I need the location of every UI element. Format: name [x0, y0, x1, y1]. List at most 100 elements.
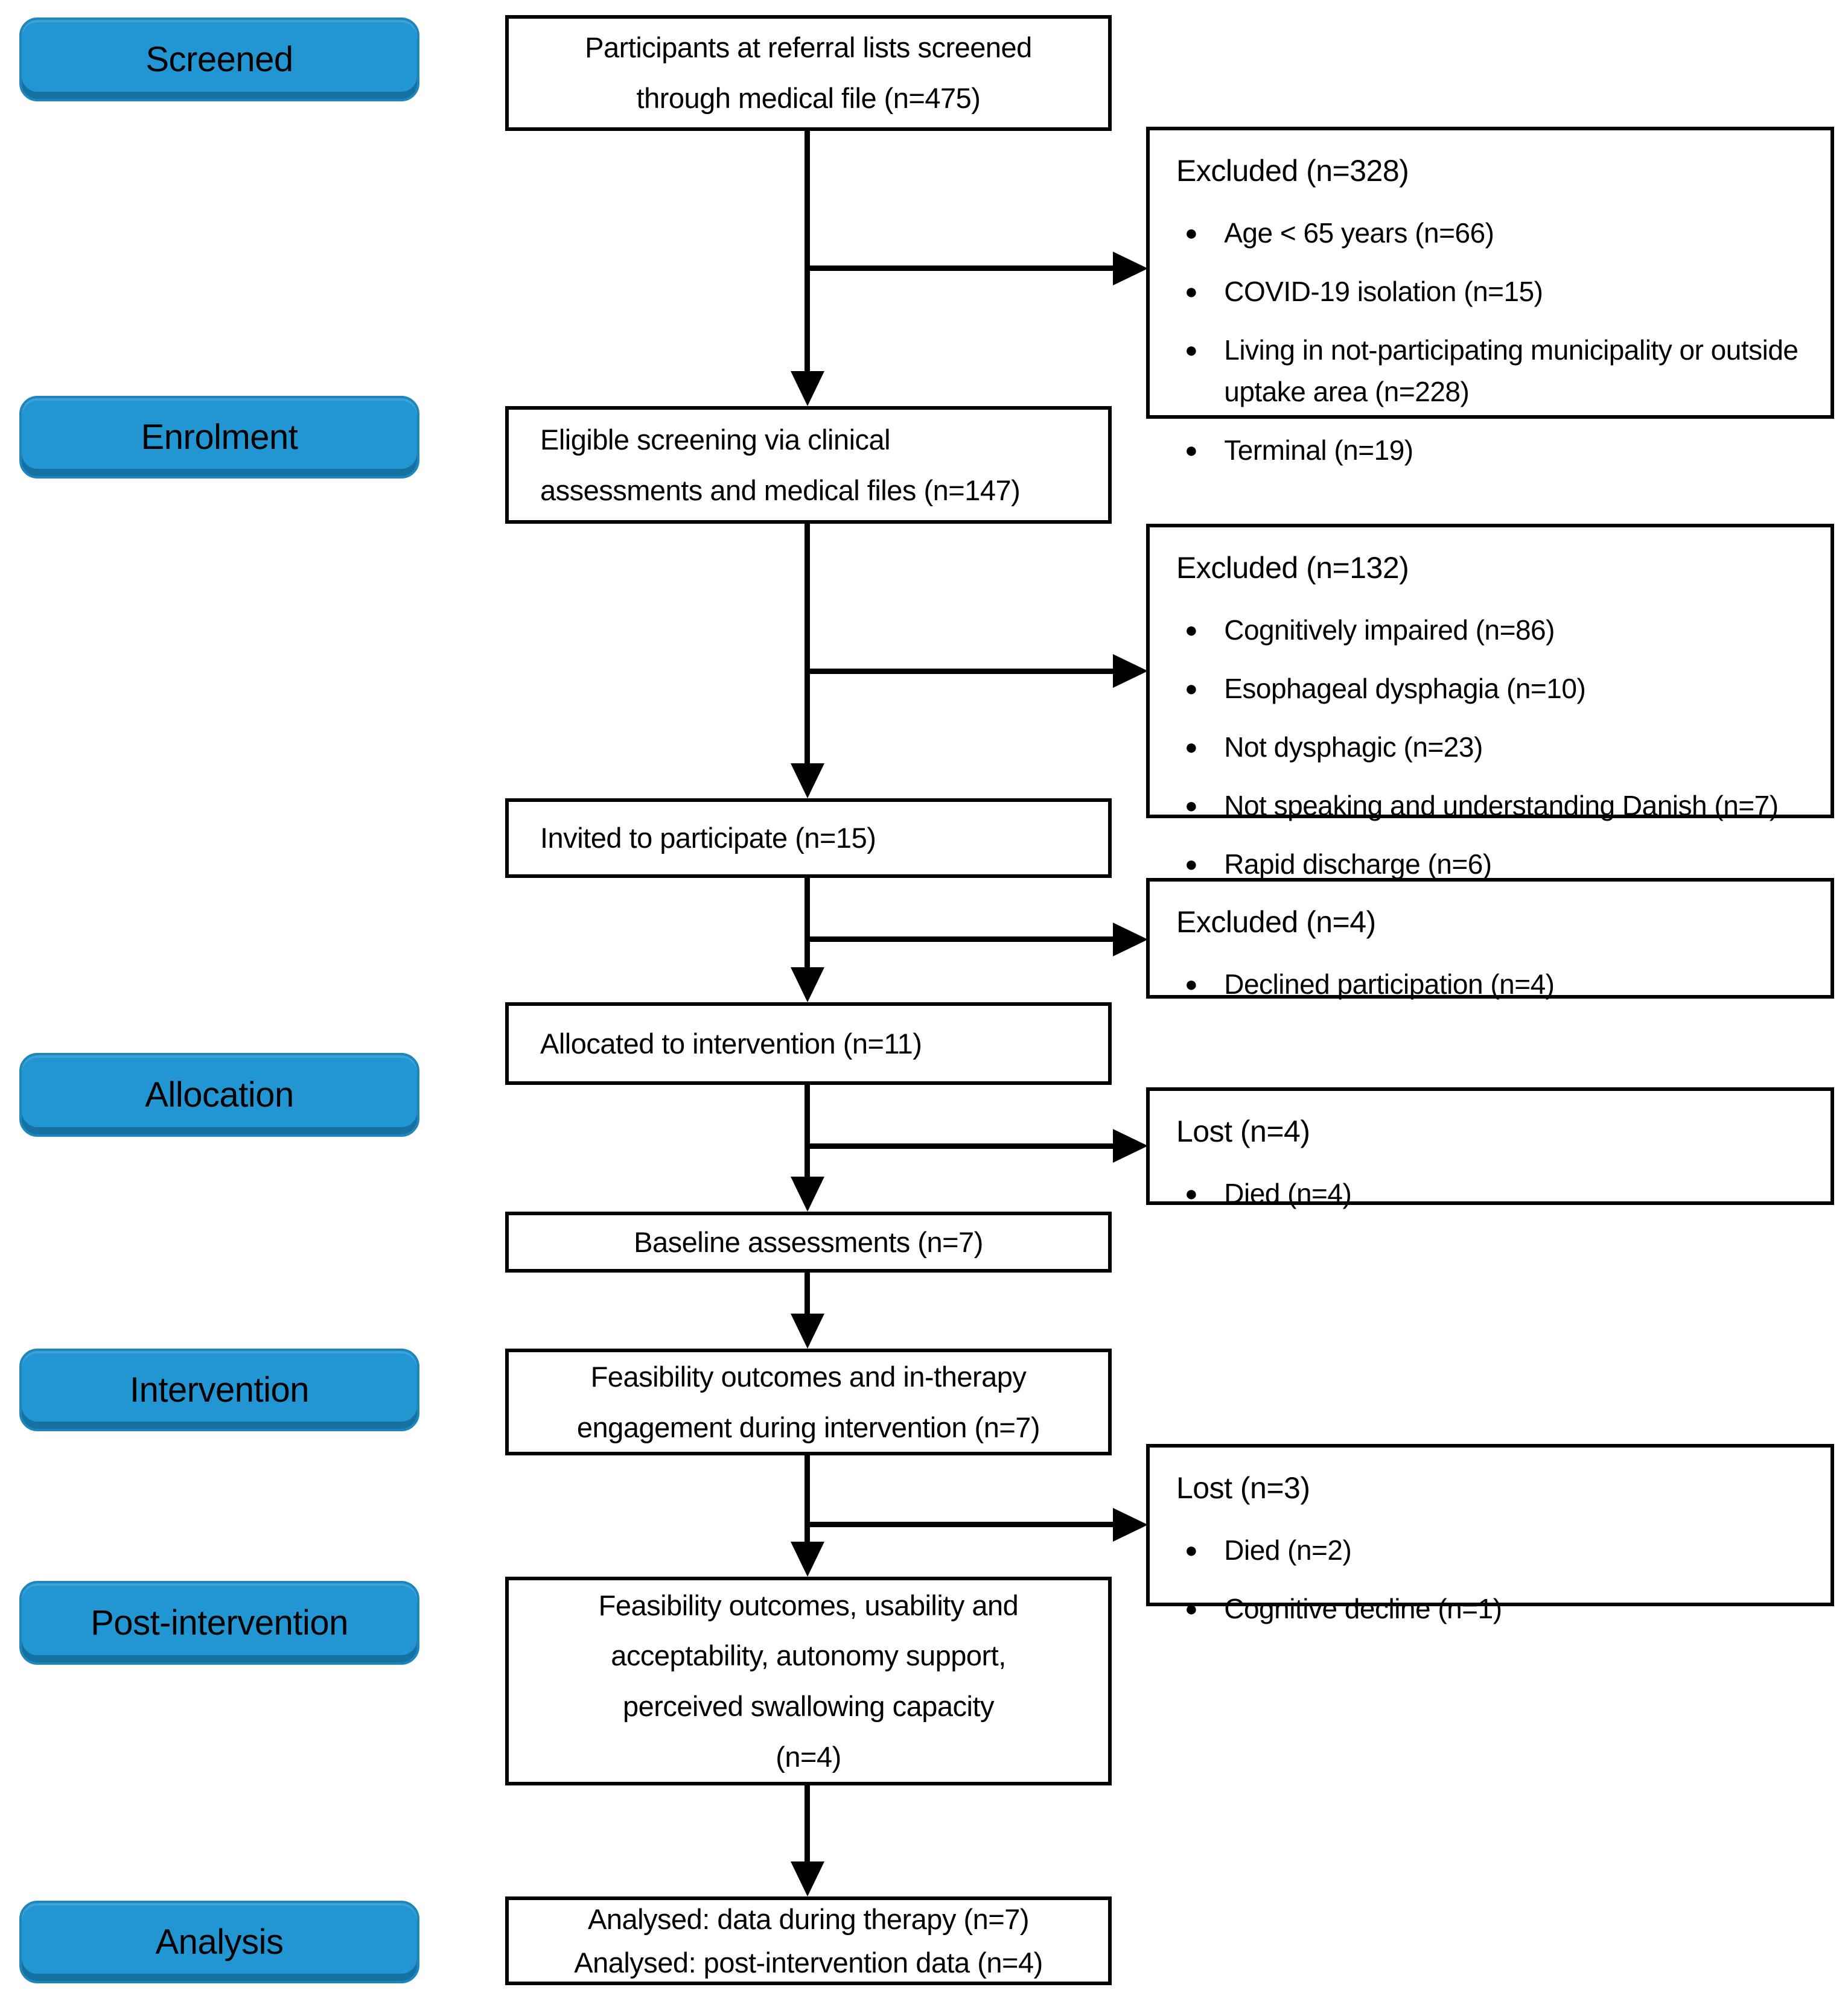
side-box-lost-3: Lost (n=3) ●Died (n=2) ●Cognitive declin…: [1146, 1444, 1834, 1624]
arrowhead-right-icon: [1113, 923, 1148, 956]
side-box-lost-4: Lost (n=4) ● Died (n=4): [1146, 1087, 1834, 1209]
list-item: ●Living in not-participating municipalit…: [1176, 329, 1809, 413]
flow-box-allocated: Allocated to intervention (n=11): [505, 1002, 1112, 1085]
arrow-line-baseline-to-intervention: [805, 1273, 810, 1314]
side-box-excluded-4: Excluded (n=4) ● Declined participation (…: [1146, 878, 1834, 1000]
side-box-title: Excluded (n=4): [1176, 905, 1376, 939]
stage-label-text: Intervention: [129, 1370, 310, 1410]
side-box-list: ●Died (n=2) ●Cognitive decline (n=1): [1176, 1530, 1809, 1630]
side-box-title: Excluded (n=132): [1176, 551, 1409, 585]
flow-box-line: Analysed: data during therapy (n=7): [587, 1903, 1030, 1936]
flow-box-line: Baseline assessments (n=7): [634, 1225, 983, 1258]
list-item: ● Not dysphagic (n=23): [1176, 726, 1809, 768]
list-item-text: Age < 65 years (n=66): [1224, 217, 1494, 249]
flow-box-participants-screened: Participants at referral lists screened …: [505, 15, 1112, 131]
arrow-line-screened-to-eligible: [805, 131, 810, 371]
flow-box-invited: Invited to participate (n=15): [505, 798, 1112, 878]
arrow-line-invited-to-allocated: [805, 878, 810, 967]
arrow-line-to-lost-3: [807, 1522, 1113, 1527]
stage-label-enrolment: Enrolment: [19, 396, 419, 478]
arrow-line-to-lost-4: [807, 1143, 1113, 1149]
flow-box-line: perceived swallowing capacity: [622, 1690, 995, 1722]
flow-box-eligible-screening: Eligible screening via clinical assessme…: [505, 406, 1112, 524]
side-box-title: Lost (n=3): [1176, 1471, 1310, 1505]
flow-box-line: Feasibility outcomes, usability and: [598, 1589, 1019, 1621]
arrow-line-to-excluded-328: [807, 265, 1113, 271]
bullet-icon: ●: [1185, 1181, 1198, 1206]
side-box-excluded-328: Excluded (n=328) ●Age < 65 years (n=66) …: [1146, 127, 1834, 466]
stage-label-analysis: Analysis: [19, 1901, 419, 1983]
bullet-icon: ●: [1185, 1596, 1198, 1621]
stage-label-screened: Screened: [19, 17, 419, 101]
list-item: ●Cognitive decline (n=1): [1176, 1588, 1809, 1630]
side-box-list: ●Cognitively impaired (n=86) ●Esophageal…: [1176, 609, 1809, 885]
stage-label-allocation: Allocation: [19, 1053, 419, 1137]
stage-label-text: Post-intervention: [91, 1603, 348, 1642]
flow-box-baseline: Baseline assessments (n=7): [505, 1212, 1112, 1273]
list-item: ●Rapid discharge (n=6): [1176, 844, 1809, 885]
arrowhead-down-icon: [791, 1177, 824, 1212]
list-item-text: Terminal (n=19): [1224, 434, 1413, 466]
side-box-list: ●Age < 65 years (n=66) ●COVID-19 isolati…: [1176, 212, 1809, 471]
arrow-line-to-excluded-132: [807, 669, 1113, 674]
stage-label-post-intervention: Post-intervention: [19, 1581, 419, 1665]
arrowhead-down-icon: [791, 967, 824, 1002]
bullet-icon: ●: [1185, 1537, 1198, 1562]
stage-label-intervention: Intervention: [19, 1349, 419, 1431]
bullet-icon: ●: [1185, 734, 1198, 759]
arrowhead-down-icon: [791, 371, 824, 406]
arrow-line-post-to-analysis: [805, 1785, 810, 1861]
arrowhead-right-icon: [1113, 1508, 1148, 1542]
list-item-text: Not dysphagic (n=23): [1224, 731, 1483, 763]
list-item: ●COVID-19 isolation (n=15): [1176, 271, 1809, 313]
flow-box-line: Allocated to intervention (n=11): [540, 1027, 922, 1060]
list-item: ● Not speaking and understanding Danish (…: [1176, 785, 1809, 827]
stage-label-text: Screened: [145, 40, 293, 79]
flow-box-line: engagement during intervention (n=7): [576, 1411, 1040, 1443]
flow-box-line: Eligible screening via clinical: [540, 423, 891, 456]
flow-box-line: assessments and medical files (n=147): [540, 474, 1021, 506]
list-item: ●Esophageal dysphagia (n=10): [1176, 668, 1809, 710]
flow-box-line: Invited to participate (n=15): [540, 822, 876, 854]
flow-box-post-intervention-outcomes: Feasibility outcomes, usability and acce…: [505, 1577, 1112, 1785]
bullet-icon: ●: [1185, 437, 1198, 462]
list-item: ● Age < 65 years (n=66): [1176, 212, 1809, 254]
arrowhead-right-icon: [1113, 1129, 1148, 1163]
bullet-icon: ●: [1185, 617, 1198, 642]
flow-box-line: through medical file (n=475): [636, 82, 981, 114]
arrowhead-down-icon: [791, 763, 824, 798]
list-item-text: Esophageal dysphagia (n=10): [1224, 673, 1586, 704]
bullet-icon: ●: [1185, 793, 1198, 818]
bullet-icon: ●: [1185, 971, 1198, 996]
arrowhead-down-icon: [791, 1861, 824, 1896]
flow-box-analysed: Analysed: data during therapy (n=7) Anal…: [505, 1896, 1112, 1985]
bullet-icon: ●: [1185, 337, 1198, 362]
list-item-text: Died (n=4): [1224, 1178, 1352, 1209]
list-item-text: Declined participation (n=4): [1224, 968, 1555, 1000]
side-box-excluded-132: Excluded (n=132) ●Cognitively impaired (…: [1146, 524, 1834, 880]
arrowhead-down-icon: [791, 1314, 824, 1349]
bullet-icon: ●: [1185, 220, 1198, 245]
flow-box-line: Feasibility outcomes and in-therapy: [590, 1360, 1027, 1393]
flow-box-line: Participants at referral lists screened: [585, 31, 1032, 64]
arrow-line-to-excluded-4: [807, 936, 1113, 942]
arrowhead-down-icon: [791, 1542, 824, 1577]
flow-box-line: Analysed: post-intervention data (n=4): [574, 1946, 1043, 1979]
arrowhead-right-icon: [1113, 654, 1148, 688]
stage-label-text: Allocation: [145, 1075, 294, 1114]
list-item: ● Declined participation (n=4): [1176, 964, 1809, 1005]
arrow-line-intervention-to-post: [805, 1455, 810, 1542]
list-item: ● Terminal (n=19): [1176, 430, 1809, 471]
list-item: ● Died (n=4): [1176, 1173, 1809, 1215]
flow-box-line: acceptability, autonomy support,: [611, 1639, 1006, 1672]
flow-box-line: (n=4): [776, 1740, 841, 1773]
side-box-title: Lost (n=4): [1176, 1114, 1310, 1148]
arrowhead-right-icon: [1113, 252, 1148, 285]
side-box-list: ● Died (n=4): [1176, 1173, 1809, 1215]
list-item-text: COVID-19 isolation (n=15): [1224, 276, 1543, 307]
arrow-line-eligible-to-invited: [805, 524, 810, 763]
side-box-list: ● Declined participation (n=4): [1176, 964, 1809, 1005]
list-item-text: Rapid discharge (n=6): [1224, 848, 1492, 880]
list-item-text: Not speaking and understanding Danish (n…: [1224, 790, 1779, 821]
